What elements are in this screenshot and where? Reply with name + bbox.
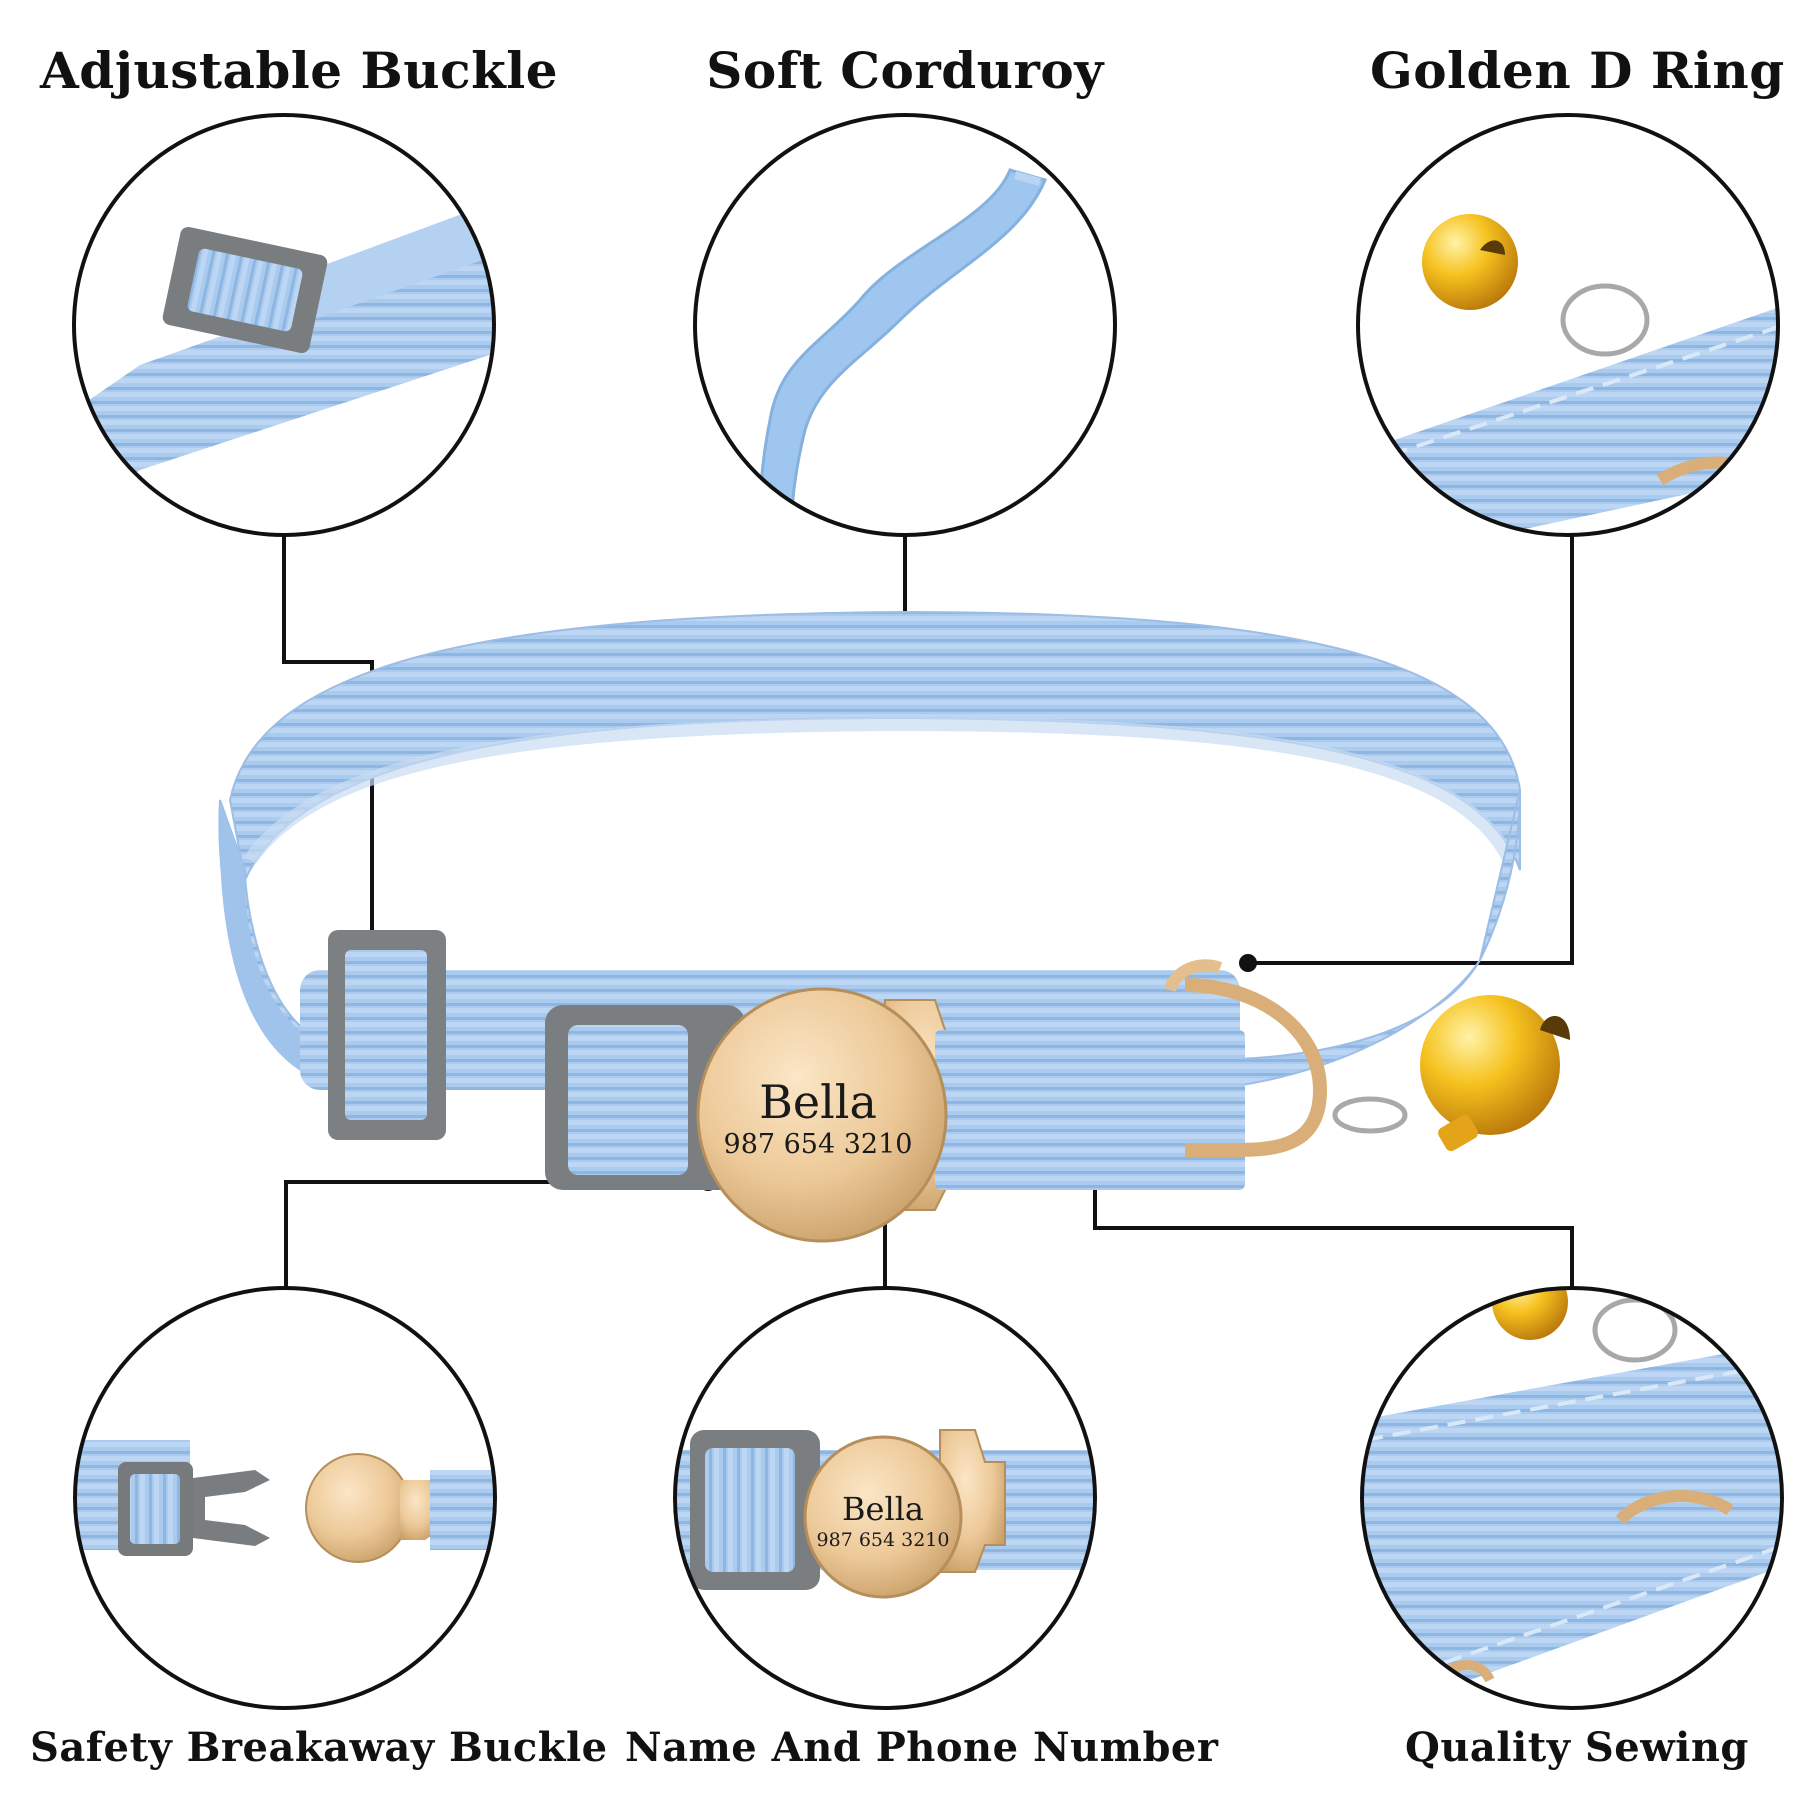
bell-icon (1422, 214, 1518, 310)
label-name-and-phone-number: Name And Phone Number (625, 1724, 1219, 1771)
label-golden-d-ring: Golden D Ring (1370, 41, 1785, 100)
label-soft-corduroy: Soft Corduroy (706, 41, 1104, 100)
d-ring (1184, 978, 1328, 1157)
detail-circle-adjustable-buckle (72, 113, 496, 537)
label-adjustable-buckle: Adjustable Buckle (40, 41, 559, 100)
tag-name-text-detail: Bella (842, 1490, 924, 1528)
label-safety-breakaway-buckle: Safety Breakaway Buckle (30, 1724, 608, 1771)
label-quality-sewing: Quality Sewing (1405, 1724, 1749, 1771)
bell-icon (1492, 1288, 1568, 1340)
tag-phone-text: 987 654 3210 (724, 1129, 913, 1160)
tag-phone-text-detail: 987 654 3210 (817, 1529, 950, 1551)
name-tag (696, 987, 948, 1243)
detail-circle-name-and-phone: Bella 987 654 3210 (673, 1286, 1097, 1710)
main-collar: Bella 987 654 3210 (218, 610, 1570, 1243)
detail-circle-safety-breakaway-buckle (73, 1286, 497, 1710)
bell-icon (1420, 995, 1560, 1135)
detail-circle-soft-corduroy (693, 113, 1117, 537)
tag-name-text: Bella (759, 1075, 877, 1129)
detail-circle-quality-sewing (1360, 1286, 1784, 1710)
detail-circle-golden-d-ring (1356, 113, 1780, 537)
